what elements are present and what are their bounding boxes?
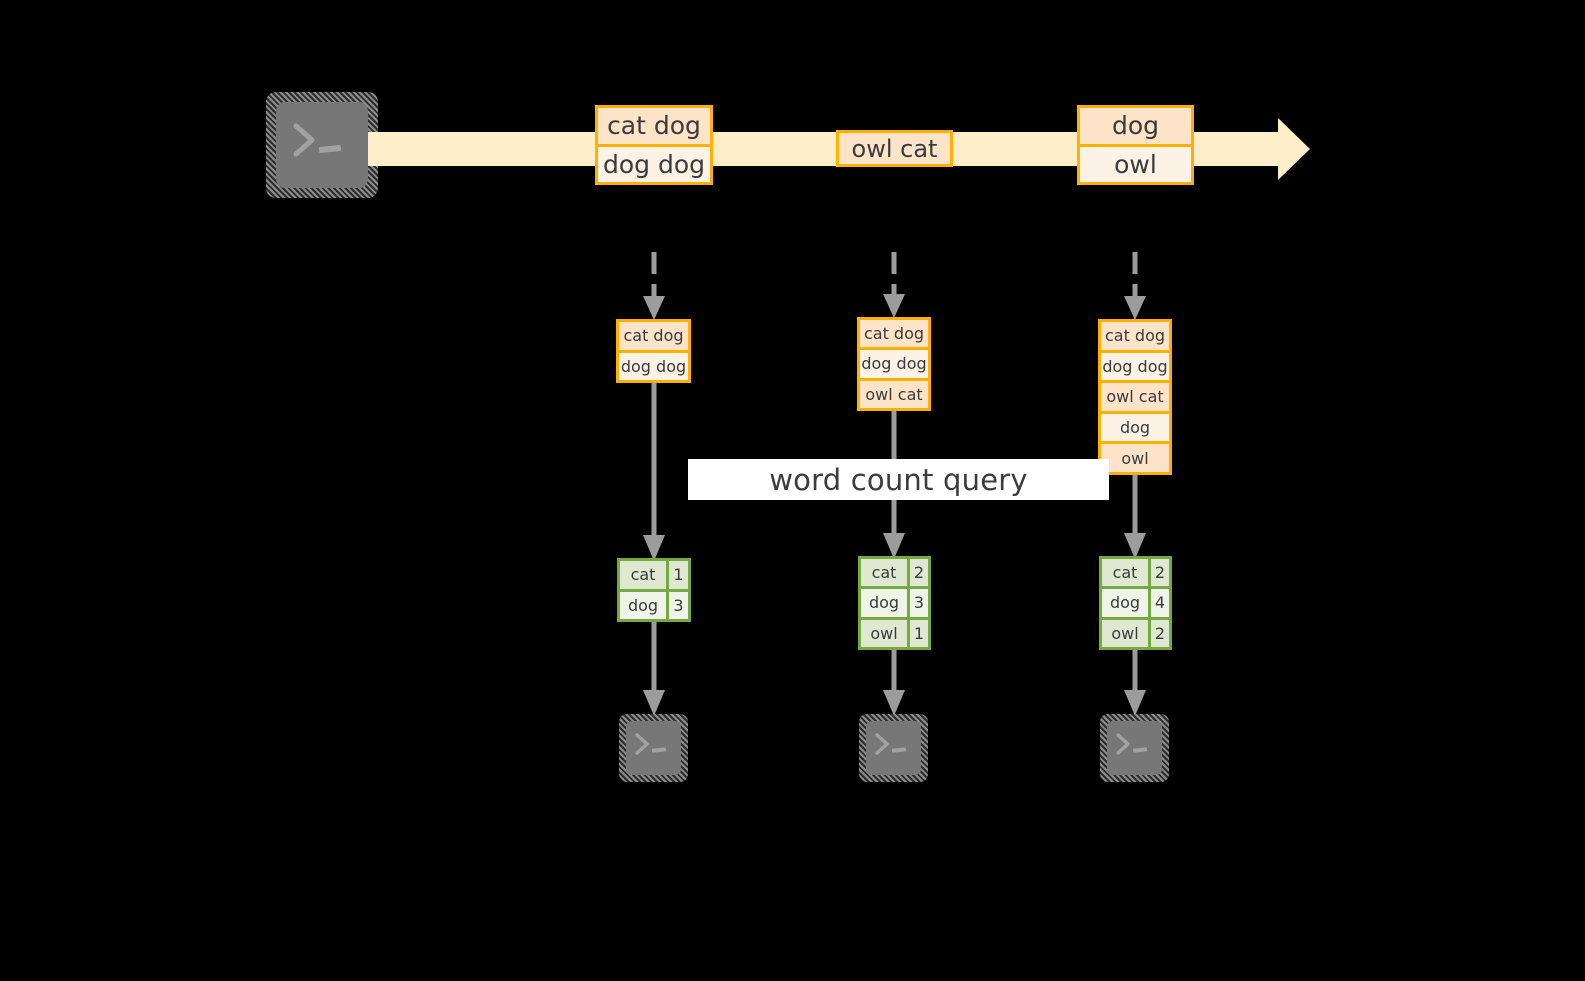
result-count: 1 <box>907 619 928 647</box>
table-row: owl 1 <box>861 616 928 647</box>
table-row: cat 1 <box>620 561 688 589</box>
snapshot-row: dog dog <box>860 347 928 378</box>
snapshot-row: owl cat <box>860 377 928 408</box>
result-word: dog <box>861 589 907 617</box>
snapshot-row: dog dog <box>619 349 688 380</box>
stream-event-line: owl <box>1080 143 1191 182</box>
terminal-prompt-glyph <box>635 733 667 755</box>
result-word: cat <box>620 561 666 589</box>
stream-event-3[interactable]: dog owl <box>1077 105 1194 185</box>
terminal-prompt-glyph <box>1116 733 1148 755</box>
result-word: dog <box>1102 589 1148 617</box>
word-count-query-label: word count query <box>688 459 1109 500</box>
result-count: 4 <box>1148 589 1169 617</box>
result-table-2[interactable]: cat 2 dog 3 owl 1 <box>858 556 931 650</box>
table-row: cat 2 <box>861 559 928 587</box>
result-count: 2 <box>1148 559 1169 587</box>
stream-event-1[interactable]: cat dog dog dog <box>595 105 713 185</box>
ingest-arrow-dashed-2 <box>883 252 905 318</box>
ingest-arrow-dashed-3 <box>1124 252 1146 320</box>
result-word: cat <box>861 559 907 587</box>
source-terminal-icon[interactable] <box>266 92 378 198</box>
terminal-body <box>276 102 368 188</box>
snapshot-row: cat dog <box>1101 322 1169 350</box>
result-word: owl <box>861 619 907 647</box>
result-word: owl <box>1102 619 1148 647</box>
sink-terminal-icon-2[interactable] <box>859 714 928 782</box>
snapshot-row: owl <box>1101 441 1169 472</box>
snapshot-row: dog <box>1101 410 1169 442</box>
result-count: 1 <box>666 561 688 589</box>
word-count-query-text: word count query <box>769 462 1028 497</box>
stream-event-line: owl cat <box>839 133 950 164</box>
snapshot-row: owl cat <box>1101 380 1169 411</box>
terminal-prompt-glyph <box>875 733 907 755</box>
snapshot-row: cat dog <box>860 320 928 348</box>
stream-event-2[interactable]: owl cat <box>836 130 953 167</box>
result-arrow-1 <box>643 622 665 716</box>
query-arrow-3 <box>1124 475 1146 559</box>
result-count: 3 <box>907 589 928 617</box>
snapshot-row: dog dog <box>1101 349 1169 381</box>
table-row: dog 3 <box>620 588 688 619</box>
result-word: cat <box>1102 559 1148 587</box>
sink-terminal-icon-3[interactable] <box>1100 714 1169 782</box>
result-table-1[interactable]: cat 1 dog 3 <box>617 558 691 622</box>
snapshot-3[interactable]: cat dog dog dog owl cat dog owl <box>1098 319 1172 475</box>
stream-event-line: dog dog <box>598 143 710 182</box>
terminal-body <box>1107 721 1162 775</box>
result-count: 3 <box>666 591 688 619</box>
table-row: dog 4 <box>1102 586 1169 617</box>
table-row: cat 2 <box>1102 559 1169 587</box>
result-word: dog <box>620 591 666 619</box>
stream-event-line: cat dog <box>598 108 710 144</box>
result-count: 2 <box>1148 619 1169 647</box>
stream-arrow-right-icon <box>1240 118 1310 180</box>
table-row: owl 2 <box>1102 616 1169 647</box>
ingest-arrow-dashed-1 <box>643 252 665 320</box>
snapshot-row: cat dog <box>619 322 688 350</box>
snapshot-2[interactable]: cat dog dog dog owl cat <box>857 317 931 411</box>
snapshot-1[interactable]: cat dog dog dog <box>616 319 691 383</box>
terminal-body <box>866 721 921 775</box>
query-arrow-1 <box>643 383 665 561</box>
sink-terminal-icon-1[interactable] <box>619 714 688 782</box>
result-arrow-3 <box>1124 650 1146 716</box>
stream-event-line: dog <box>1080 108 1191 144</box>
table-row: dog 3 <box>861 586 928 617</box>
result-table-3[interactable]: cat 2 dog 4 owl 2 <box>1099 556 1172 650</box>
terminal-body <box>626 721 681 775</box>
result-count: 2 <box>907 559 928 587</box>
result-arrow-2 <box>883 650 905 716</box>
terminal-prompt-glyph <box>293 123 342 157</box>
